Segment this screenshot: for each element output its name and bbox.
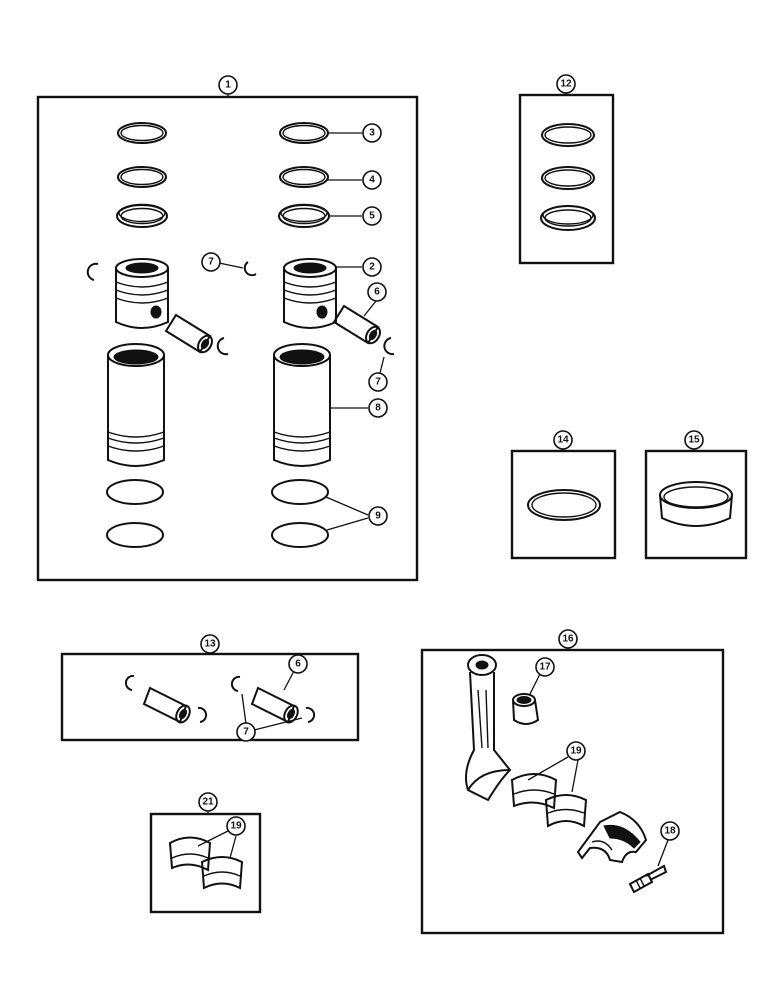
ring-14 — [527, 489, 601, 521]
kit-12-group: 12 — [518, 74, 615, 265]
piston-pin-13b — [250, 686, 299, 724]
callout-2-label: 2 — [369, 262, 375, 273]
kit-15-frame — [644, 449, 748, 560]
callout-12-label: 12 — [560, 79, 572, 90]
callout-17[interactable]: 17 — [535, 657, 555, 677]
callout-1-label: 1 — [225, 80, 231, 91]
callout-15-label: 15 — [688, 435, 700, 446]
piston-pin-6 — [332, 304, 381, 345]
callout-16[interactable]: 16 — [558, 629, 578, 649]
kit-15-group: 15 — [644, 430, 748, 560]
callout-7-kit13-label: 7 — [243, 727, 249, 738]
sleeve-band-15 — [659, 481, 733, 527]
kit-16-frame — [420, 648, 725, 935]
callout-6-kit1-label: 6 — [374, 287, 380, 298]
kit-21-group: 21 19 — [149, 792, 262, 914]
callout-16-label: 16 — [562, 634, 574, 645]
snap-ring-middle — [243, 261, 257, 277]
kit-21-frame — [149, 812, 262, 914]
callout-14-label: 14 — [557, 435, 569, 446]
callout-19-kit21-label: 19 — [230, 821, 242, 832]
cylinder-sleeve-left — [107, 343, 165, 467]
compression-ring-3 — [279, 122, 329, 144]
callout-4-label: 4 — [369, 175, 375, 186]
ring-set-12 — [540, 123, 596, 231]
callout-5-label: 5 — [369, 211, 375, 222]
kit-13-group: 13 6 7 — [60, 634, 360, 742]
callout-6-kit13-label: 6 — [295, 659, 301, 670]
callout-19-kit16-label: 19 — [570, 746, 582, 757]
callout-21-label: 21 — [202, 797, 214, 808]
callout-8-label: 8 — [375, 403, 381, 414]
bearing-shells-19 — [510, 773, 588, 828]
snap-ring-13-right — [197, 706, 208, 723]
seal-rings-9 — [271, 479, 329, 548]
callout-4[interactable]: 4 — [362, 170, 382, 190]
oil-ring-5 — [278, 203, 330, 228]
callout-6-kit13[interactable]: 6 — [288, 654, 308, 674]
connecting-rod — [465, 654, 512, 802]
callout-15[interactable]: 15 — [684, 430, 704, 450]
callout-6-kit1[interactable]: 6 — [367, 282, 387, 302]
callout-18-label: 18 — [664, 826, 676, 837]
callout-3[interactable]: 3 — [362, 123, 382, 143]
callout-3-label: 3 — [369, 128, 375, 139]
bearing-shells-21 — [168, 836, 244, 890]
piston-pin-13 — [142, 686, 191, 724]
callout-7-top[interactable]: 7 — [201, 252, 221, 272]
callout-9-label: 9 — [375, 511, 381, 522]
snap-ring-left-top — [86, 262, 99, 281]
rod-cap — [576, 810, 648, 864]
callout-14[interactable]: 14 — [553, 430, 573, 450]
compression-ring-4 — [279, 166, 329, 188]
cylinder-sleeve-8 — [273, 343, 331, 467]
callout-7-top-label: 7 — [208, 257, 214, 268]
piston-rings-left — [116, 122, 168, 228]
piston-left — [115, 258, 169, 329]
kit-1-group: 1 3 — [36, 75, 419, 582]
callout-12[interactable]: 12 — [556, 74, 576, 94]
callout-5[interactable]: 5 — [362, 206, 382, 226]
snap-ring-13b-right — [305, 706, 316, 723]
snap-ring-13-left — [124, 674, 135, 691]
seal-rings-left — [106, 479, 164, 548]
kit-16-group: 16 17 19 — [420, 629, 725, 935]
bushing-17 — [512, 693, 540, 725]
callout-19-kit16[interactable]: 19 — [566, 741, 586, 761]
callout-17-label: 17 — [539, 662, 551, 673]
callout-7-right[interactable]: 7 — [368, 372, 388, 392]
kit-13-frame — [60, 652, 360, 742]
callout-1[interactable]: 1 — [218, 75, 238, 95]
piston-2 — [283, 258, 337, 329]
snap-ring-left-pin — [216, 337, 229, 356]
snap-ring-13b-left — [230, 675, 241, 692]
callout-18[interactable]: 18 — [660, 821, 680, 841]
callout-9[interactable]: 9 — [368, 506, 388, 526]
snap-ring-right — [383, 337, 395, 356]
callout-19-kit21[interactable]: 19 — [226, 816, 246, 836]
callout-21[interactable]: 21 — [198, 792, 218, 812]
bolt-18 — [628, 864, 668, 894]
piston-pin-left — [164, 313, 213, 354]
callout-13[interactable]: 13 — [200, 634, 220, 654]
callout-7-right-label: 7 — [375, 377, 381, 388]
callout-2[interactable]: 2 — [362, 257, 382, 277]
callout-7-kit13[interactable]: 7 — [236, 722, 256, 742]
callout-8[interactable]: 8 — [368, 398, 388, 418]
kit-14-group: 14 — [510, 430, 617, 560]
callout-13-label: 13 — [204, 639, 216, 650]
kit-12-frame — [518, 93, 615, 265]
